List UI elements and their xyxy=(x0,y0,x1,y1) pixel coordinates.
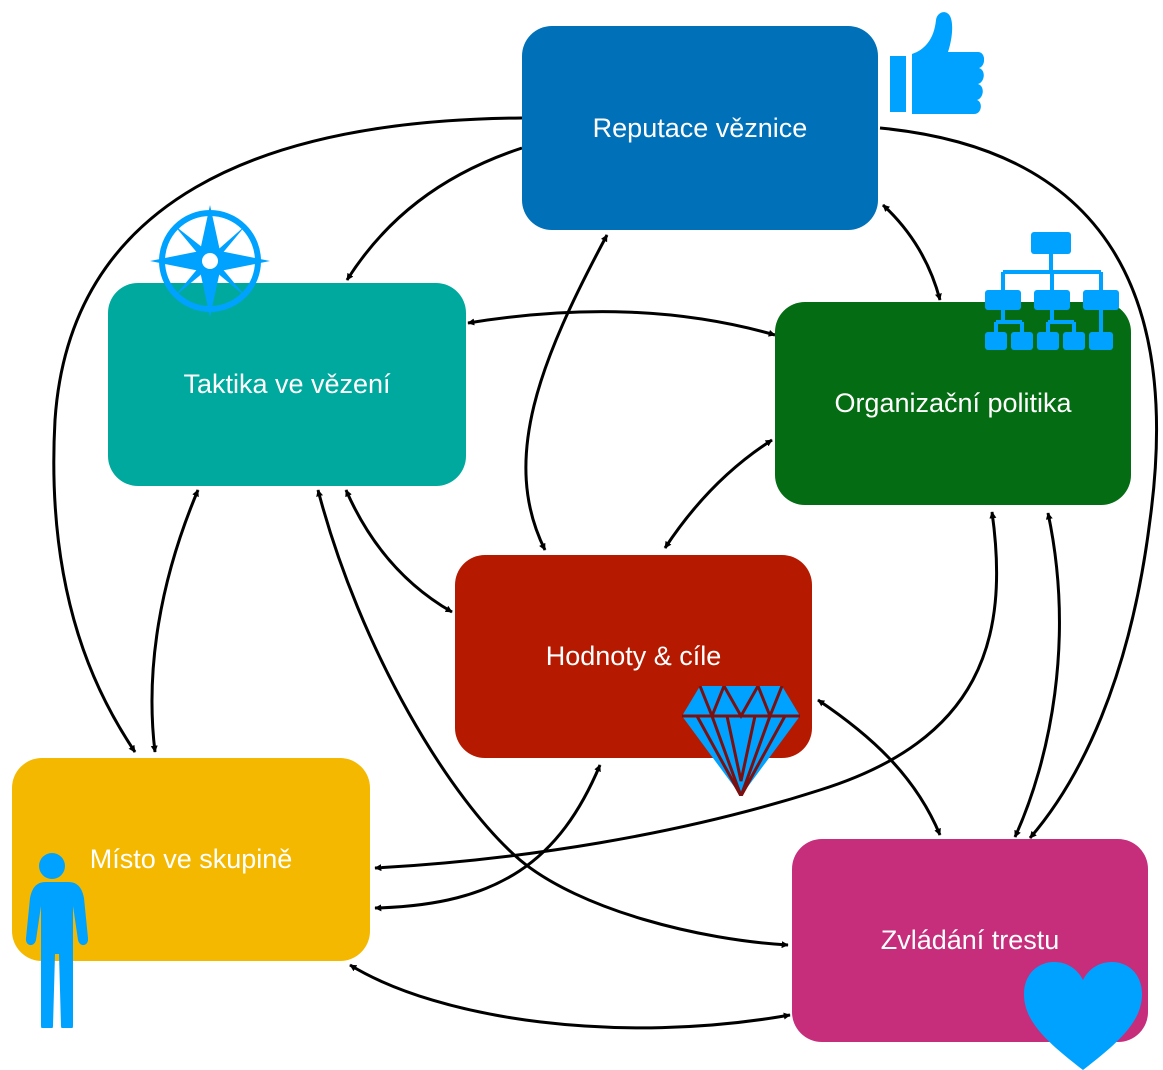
edge-reputation-tactics xyxy=(345,146,523,281)
node-tactics[interactable]: Taktika ve vězení xyxy=(108,283,466,486)
edge-reputation-punishment xyxy=(879,126,1158,839)
node-values-label: Hodnoty & cíle xyxy=(545,641,722,671)
edge-reputation-place xyxy=(52,116,523,753)
node-place-label: Místo ve skupině xyxy=(89,844,293,874)
edge-values-place xyxy=(374,764,602,912)
heart-icon xyxy=(1024,962,1142,1070)
edge-tactics-values xyxy=(344,489,453,614)
edge-values-punishment xyxy=(817,698,942,836)
edge-policy-punishment-1 xyxy=(1013,512,1061,838)
thumbs-up-icon xyxy=(890,12,984,114)
edge-tactics-place xyxy=(150,489,200,753)
edge-reputation-values xyxy=(524,234,609,551)
node-tactics-label: Taktika ve vězení xyxy=(183,369,391,399)
edge-place-punishment xyxy=(349,963,791,1030)
node-values[interactable]: Hodnoty & cíle xyxy=(455,555,812,758)
node-punishment-label: Zvládání trestu xyxy=(880,925,1060,955)
node-reputation[interactable]: Reputace věznice xyxy=(522,26,878,230)
diamond-icon xyxy=(682,686,800,796)
edge-reputation-policy xyxy=(881,203,942,301)
org-chart-icon xyxy=(985,232,1119,350)
node-policy-label: Organizační politika xyxy=(834,388,1072,418)
edge-tactics-policy xyxy=(467,310,776,337)
node-reputation-label: Reputace věznice xyxy=(592,112,808,143)
compass-icon xyxy=(150,205,270,317)
edge-policy-values xyxy=(663,438,773,549)
person-icon xyxy=(25,853,88,1028)
